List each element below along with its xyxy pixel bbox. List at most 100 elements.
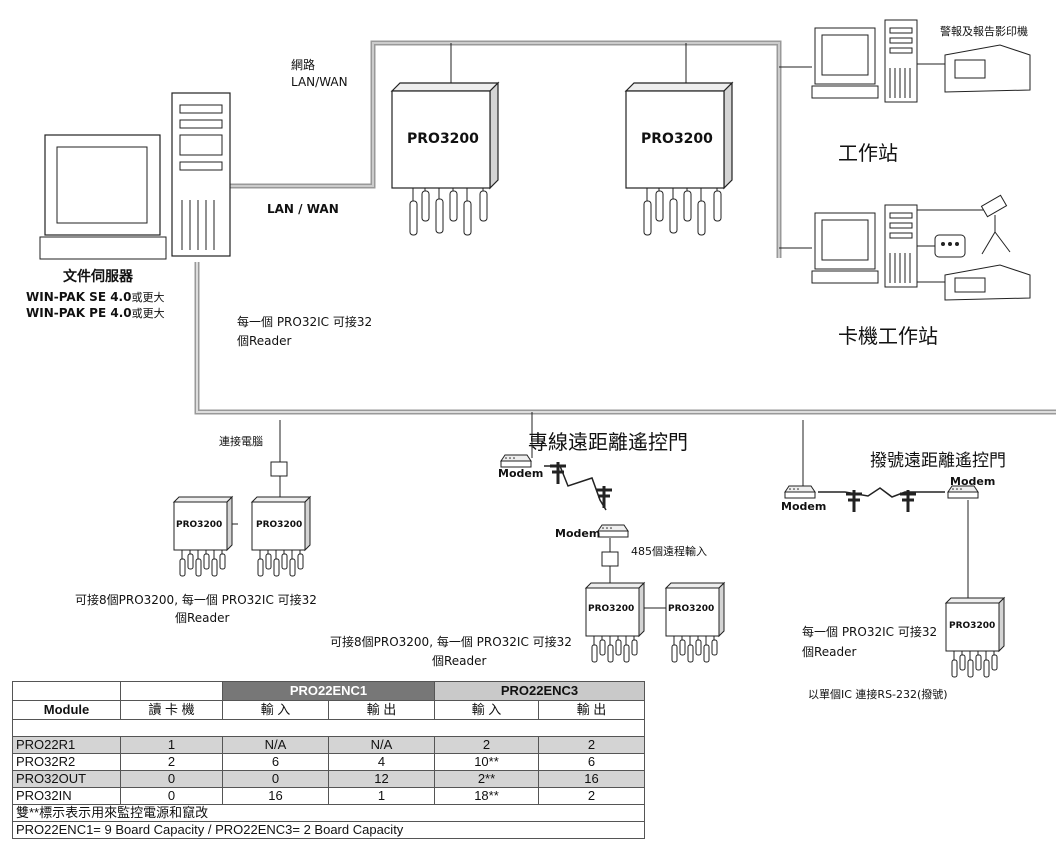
workstation-label: 工作站 bbox=[838, 141, 898, 165]
row-enc1-out: 1 bbox=[328, 787, 435, 805]
col-enc3-in: 輸 入 bbox=[434, 700, 539, 720]
panel-title-1: PRO3200 bbox=[407, 131, 479, 147]
modem-label-4: Modem bbox=[950, 475, 996, 488]
network-lines bbox=[194, 40, 1056, 609]
row-enc1-out: 12 bbox=[328, 770, 435, 788]
alarm-printer-label: 警報及報告影印機 bbox=[940, 25, 1028, 38]
left-group-note: 可接8個PRO3200, 每一個 PRO32IC 可接32 bbox=[75, 593, 317, 607]
small-panel-title-3: PRO3200 bbox=[588, 604, 635, 614]
lan-wan-label: LAN / WAN bbox=[267, 202, 339, 216]
col-module: Module bbox=[12, 700, 121, 720]
win-pak-se-label: WIN-PAK SE 4.0 bbox=[26, 290, 132, 304]
table-row: PRO32R2 2 6 4 10** 6 bbox=[12, 753, 645, 771]
right-note: 每一個 PRO32IC 可接32 bbox=[802, 625, 938, 639]
network-label-1: 網路 bbox=[291, 58, 316, 72]
or-later-label-2: 或更大 bbox=[131, 307, 165, 320]
win-pak-se-row: WIN-PAK SE 4.0或更大 bbox=[26, 289, 164, 305]
row-module: PRO22R1 bbox=[12, 736, 121, 754]
row-enc1-in: 16 bbox=[222, 787, 329, 805]
small-panel-title-1: PRO3200 bbox=[176, 520, 223, 530]
row-module: PRO32IN bbox=[12, 787, 121, 805]
file-server-label: 文件伺服器 bbox=[63, 269, 133, 285]
table-row: PRO32OUT 0 0 12 2** 16 bbox=[12, 770, 645, 788]
connector-box bbox=[270, 461, 288, 477]
row-reader: 2 bbox=[120, 753, 223, 771]
row-enc1-in: 6 bbox=[222, 753, 329, 771]
group-enc3-header: PRO22ENC3 bbox=[434, 681, 645, 701]
modem-label-2: Modem bbox=[555, 527, 601, 540]
table-spacer-cell bbox=[12, 719, 645, 737]
table-empty-cell bbox=[12, 681, 121, 701]
left-group-reader-note: 個Reader bbox=[175, 611, 230, 625]
panel-pro3200-1 bbox=[391, 82, 499, 236]
col-enc1-in: 輸 入 bbox=[222, 700, 329, 720]
dialup-title: 撥號遠距離遙控門 bbox=[870, 451, 1006, 471]
network-label-2: LAN/WAN bbox=[291, 75, 348, 89]
win-pak-pe-label: WIN-PAK PE 4.0 bbox=[26, 306, 132, 320]
panel-pro3200-2 bbox=[625, 82, 733, 236]
row-enc3-out: 2 bbox=[538, 787, 645, 805]
row-enc1-in: N/A bbox=[222, 736, 329, 754]
row-reader: 0 bbox=[120, 787, 223, 805]
modem-icon-2 bbox=[597, 524, 629, 538]
table-row: PRO22R1 1 N/A N/A 2 2 bbox=[12, 736, 645, 754]
panel-small-2 bbox=[251, 496, 311, 577]
col-enc1-out: 輸 出 bbox=[328, 700, 435, 720]
table-empty-cell bbox=[120, 681, 223, 701]
table-row: PRO32IN 0 16 1 18** 2 bbox=[12, 787, 645, 805]
row-enc1-in: 0 bbox=[222, 770, 329, 788]
small-panel-title-2: PRO3200 bbox=[256, 520, 303, 530]
row-enc3-in: 18** bbox=[434, 787, 539, 805]
win-pak-pe-row: WIN-PAK PE 4.0或更大 bbox=[26, 305, 165, 321]
table-note-2: PRO22ENC1= 9 Board Capacity / PRO22ENC3=… bbox=[12, 821, 645, 839]
panel-small-1 bbox=[173, 496, 233, 577]
modem-icon-3 bbox=[784, 485, 816, 499]
panel-small-3 bbox=[585, 582, 645, 663]
modem-label-3: Modem bbox=[781, 500, 827, 513]
pole-icon-2 bbox=[594, 484, 614, 510]
rs232-note: 以單個IC 連接RS-232(撥號) bbox=[808, 688, 948, 701]
table-spacer-row bbox=[12, 719, 645, 737]
connector-box-2 bbox=[601, 551, 619, 567]
leased-line-title: 專線遠距離遙控門 bbox=[528, 430, 688, 454]
small-panel-title-4: PRO3200 bbox=[668, 604, 715, 614]
pole-icon-4 bbox=[898, 488, 918, 514]
table-group-header: PRO22ENC1 PRO22ENC3 bbox=[12, 681, 645, 701]
workstation-top bbox=[811, 19, 918, 103]
row-enc3-in: 10** bbox=[434, 753, 539, 771]
printer-icon-2 bbox=[944, 264, 1031, 301]
mid-group-note: 可接8個PRO3200, 每一個 PRO32IC 可接32 bbox=[330, 635, 572, 649]
pro32ic-reader-note: 個Reader bbox=[237, 334, 292, 348]
panel-small-5 bbox=[945, 597, 1005, 678]
row-enc3-in: 2 bbox=[434, 736, 539, 754]
modem-icon-1 bbox=[500, 454, 532, 468]
pro32ic-note: 每一個 PRO32IC 可接32 bbox=[237, 315, 373, 329]
mid-group-reader-note: 個Reader bbox=[432, 654, 487, 668]
col-enc3-out: 輸 出 bbox=[538, 700, 645, 720]
card-workstation-label: 卡機工作站 bbox=[838, 324, 938, 348]
group-enc1-header: PRO22ENC1 bbox=[222, 681, 435, 701]
workstation-card bbox=[811, 204, 918, 288]
row-reader: 0 bbox=[120, 770, 223, 788]
table-note-row: 雙**標示表示用來監控電源和竄改 bbox=[12, 804, 645, 822]
panel-title-2: PRO3200 bbox=[641, 131, 713, 147]
file-server bbox=[39, 92, 231, 260]
row-enc1-out: N/A bbox=[328, 736, 435, 754]
row-enc3-out: 6 bbox=[538, 753, 645, 771]
row-module: PRO32OUT bbox=[12, 770, 121, 788]
table-note-row: PRO22ENC1= 9 Board Capacity / PRO22ENC3=… bbox=[12, 821, 645, 839]
pole-icon-3 bbox=[844, 488, 864, 514]
printer-icon bbox=[944, 44, 1031, 93]
or-later-label: 或更大 bbox=[131, 291, 165, 304]
small-panel-title-5: PRO3200 bbox=[949, 621, 996, 631]
row-enc1-out: 4 bbox=[328, 753, 435, 771]
row-enc3-out: 2 bbox=[538, 736, 645, 754]
card-reader-icon bbox=[934, 234, 966, 258]
row-module: PRO32R2 bbox=[12, 753, 121, 771]
row-enc3-in: 2** bbox=[434, 770, 539, 788]
connect-pc-label: 連接電腦 bbox=[219, 435, 263, 448]
row-reader: 1 bbox=[120, 736, 223, 754]
modem-label-1: Modem bbox=[498, 467, 544, 480]
col-reader: 讀 卡 機 bbox=[120, 700, 223, 720]
table-note-1: 雙**標示表示用來監控電源和竄改 bbox=[12, 804, 645, 822]
